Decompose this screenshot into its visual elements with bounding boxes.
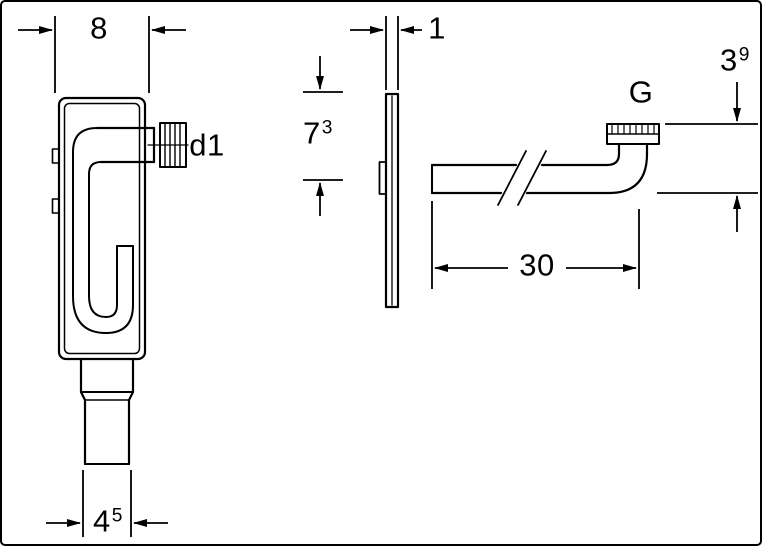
thread-fitting-hatching [611,124,655,134]
extension-line [82,470,132,537]
dim-label-plate-thickness: 1 [428,10,446,46]
dim-label-39-superscript: 9 [738,44,750,66]
dim-label-pipe-length: 30 [519,247,555,283]
dim-label-top-width: 8 [90,10,108,46]
extension-line [54,16,150,93]
dim-pipe-length-30 [431,201,640,289]
dim-plate-top-to-outlet-73 [303,56,343,216]
mounting-tab [51,198,60,214]
trap-housing-inner-wall [63,102,141,355]
mounting-tab [51,148,60,164]
dim-label-elbow-height: 39 [720,45,750,76]
nut-thread-hatching [164,123,181,167]
dim-elbow-height-39 [657,82,758,232]
extension-line [385,16,399,90]
dim-bottom-width-45 [46,470,168,537]
dim-label-39-base: 3 [720,42,738,78]
dim-label-bottom-width-superscript: 5 [111,505,123,527]
dim-label-bottom-width: 45 [93,506,123,537]
dim-label-outlet-thread-d1: d1 [189,127,225,163]
trap-housing-outline [57,96,147,361]
threaded-nut [159,122,187,168]
dim-label-73-base: 7 [303,115,321,151]
trap-pipe-outer-curve [72,127,134,334]
extension-line [303,91,343,181]
dim-label-plate-top-to-outlet: 73 [303,118,333,149]
pipe-break-slash [517,150,547,206]
front-view [51,96,189,466]
dim-plate-thickness-1 [350,16,422,90]
extension-line [657,123,758,194]
pipe-bottom-line [430,142,649,195]
dim-label-connection-thread-g: G [628,74,654,110]
dim-label-bottom-width-base: 4 [93,503,111,539]
cover-plate [384,92,400,309]
pipe-top-line [430,142,621,167]
cover-plate-outlet-bump [378,161,387,195]
trap-pipe-inner-curve [88,161,118,318]
tailpipe-lower-left [79,390,87,466]
tailpipe-lower-right [127,390,135,466]
dim-label-73-superscript: 3 [321,117,333,139]
dim-top-width-8 [18,16,186,93]
side-view [378,92,660,309]
dimension-lines [18,16,758,537]
pipe-break-slash [497,150,527,206]
extension-line [431,201,640,289]
